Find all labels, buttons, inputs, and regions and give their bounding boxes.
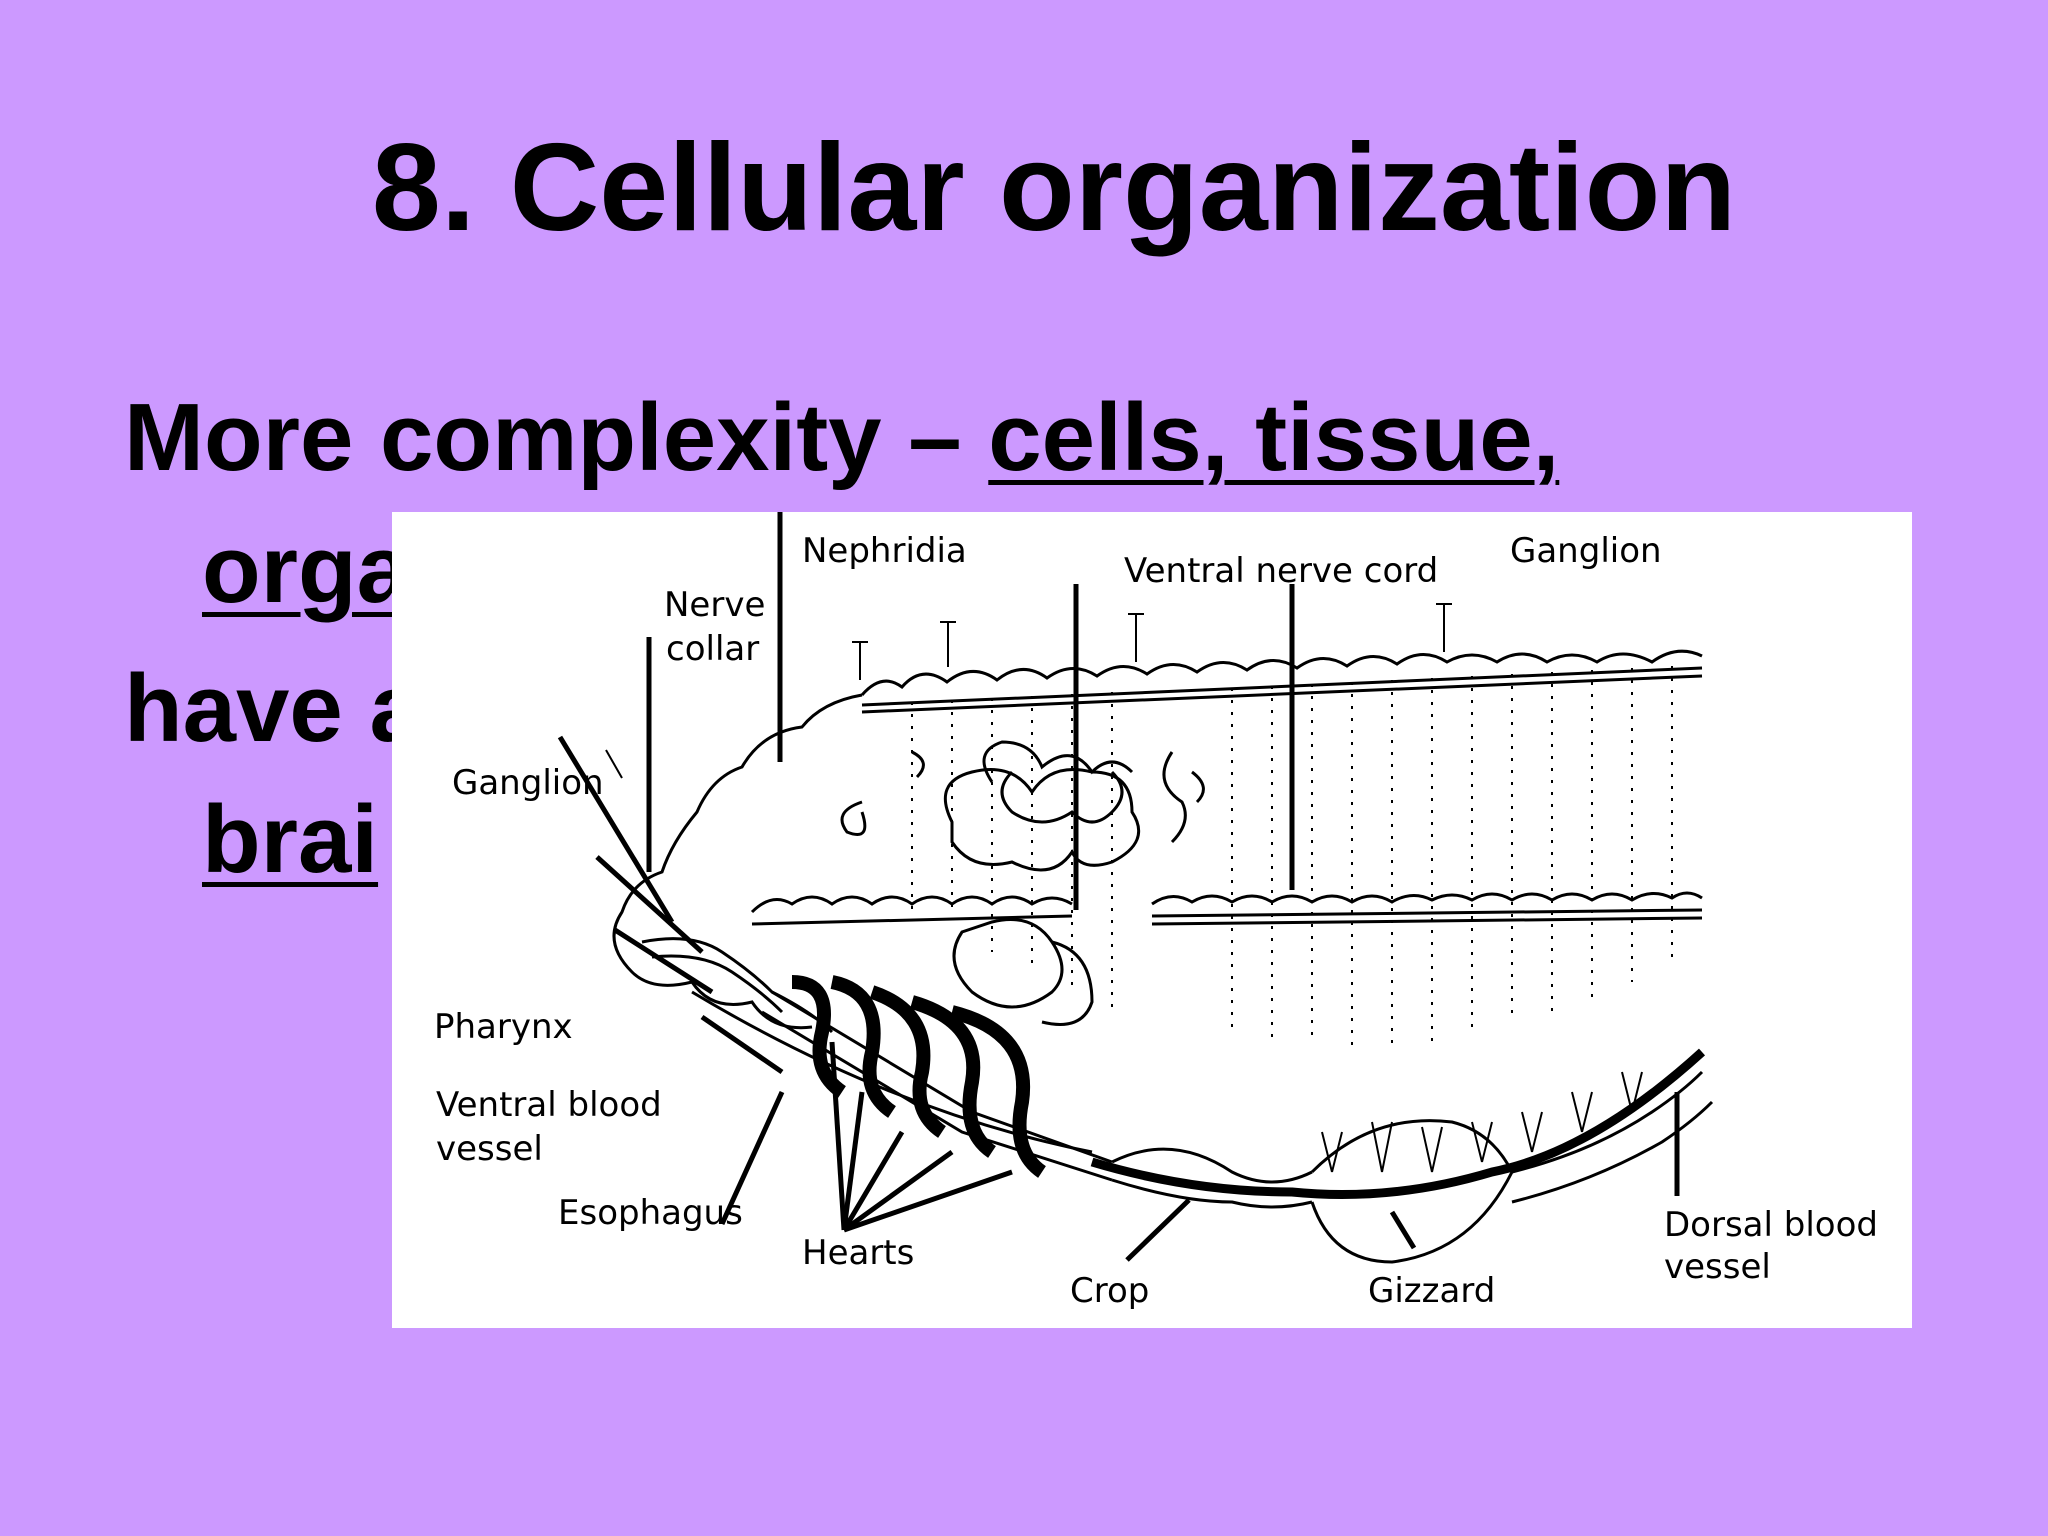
earthworm-anatomy-figure: Nephridia Ventral nerve cord Ganglion Ne…	[392, 512, 1912, 1328]
bullet-line-2-underlined: orga	[202, 516, 411, 623]
bullet-line-1-prefix: More complexity –	[124, 384, 989, 491]
gizzard	[1310, 1119, 1514, 1264]
label-nephridia: Nephridia	[802, 531, 967, 571]
label-hearts: Hearts	[802, 1233, 914, 1273]
label-crop: Crop	[1070, 1271, 1149, 1311]
label-esophagus: Esophagus	[558, 1193, 743, 1233]
label-nerve-collar-line2: collar	[666, 629, 759, 669]
seminal-vesicles	[943, 768, 1141, 872]
label-ventral-blood-line1: Ventral blood	[436, 1085, 662, 1125]
nephridia	[840, 740, 1134, 836]
label-ganglion-top: Ganglion	[1510, 531, 1662, 571]
ventral-nerve-cord	[750, 895, 1073, 914]
label-ventral-nerve-cord: Ventral nerve cord	[1124, 551, 1438, 591]
ventral-blood-vessel	[691, 990, 1093, 1154]
dorsal-blood-vessel	[1090, 1048, 1706, 1199]
bullet-line-4: brai	[202, 792, 378, 888]
slide-title: 8. Cellular organization	[371, 119, 1737, 257]
earthworm-diagram: Nephridia Ventral nerve cord Ganglion Ne…	[434, 512, 1878, 1311]
bullet-line-1: More complexity – cells, tissue,	[124, 390, 1559, 486]
label-gizzard: Gizzard	[1368, 1271, 1495, 1311]
label-ventral-blood-line2: vessel	[436, 1129, 543, 1169]
bullet-line-2: orga	[202, 522, 410, 618]
dorsal-body-wall	[860, 649, 1703, 696]
bullet-line-3: have a	[124, 661, 423, 757]
bullet-line-4-underlined: brai	[202, 786, 379, 893]
label-dorsal-blood-line1: Dorsal blood	[1664, 1205, 1878, 1245]
label-dorsal-blood-line2: vessel	[1664, 1247, 1771, 1287]
intestine	[1511, 1070, 1704, 1174]
crop	[1111, 1147, 1313, 1184]
label-nerve-collar-line1: Nerve	[664, 585, 765, 625]
bullet-line-3-prefix: have a	[124, 655, 423, 762]
head-lobes	[612, 693, 863, 987]
hearts	[791, 975, 1047, 1178]
label-ganglion-left: Ganglion	[452, 763, 604, 803]
label-pharynx: Pharynx	[434, 1007, 573, 1047]
bullet-line-1-underlined: cells, tissue,	[988, 384, 1560, 491]
